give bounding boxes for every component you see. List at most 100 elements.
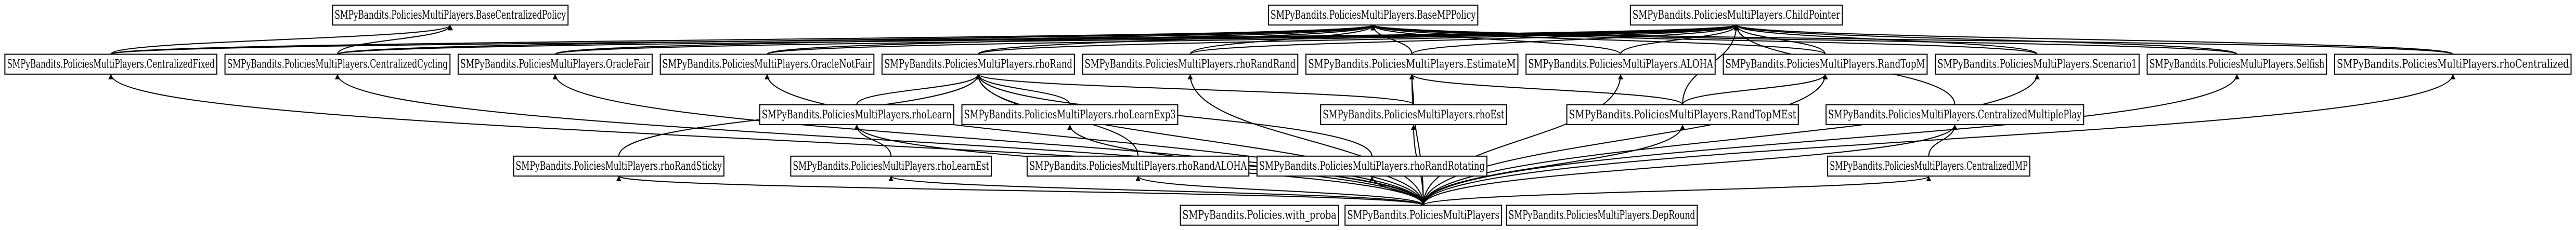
node-rsticky: SMPyBandits.PoliciesMultiPlayers.rhoRand…: [513, 155, 724, 177]
edge-rtopmest-to-estm: [1409, 74, 1684, 105]
node-cmp: SMPyBandits.PoliciesMultiPlayers.Central…: [1826, 104, 2085, 125]
node-label: SMPyBandits.PoliciesMultiPlayers.rhoLear…: [964, 109, 1176, 121]
node-label: SMPyBandits.PoliciesMultiPlayers.Scenari…: [1937, 58, 2137, 71]
node-pmp: SMPyBandits.PoliciesMultiPlayers: [1344, 205, 1503, 226]
node-box: [1826, 104, 2085, 125]
node-label: SMPyBandits.PoliciesMultiPlayers.rhoLear…: [762, 109, 952, 121]
node-box: [224, 53, 451, 75]
node-box: [881, 53, 1075, 75]
node-label: SMPyBandits.PoliciesMultiPlayers.rhoLear…: [793, 160, 989, 173]
node-label: SMPyBandits.PoliciesMultiPlayers.ChildPo…: [1633, 9, 1841, 22]
node-box: [659, 53, 875, 75]
edge-scen1-to-bmp: [1370, 24, 2038, 55]
node-box: [1566, 104, 1799, 125]
node-onfair: SMPyBandits.PoliciesMultiPlayers.OracleN…: [659, 53, 875, 75]
node-box: [1267, 4, 1479, 26]
node-rcent: SMPyBandits.PoliciesMultiPlayers.rhoCent…: [2334, 53, 2572, 75]
node-ccyc: SMPyBandits.PoliciesMultiPlayers.Central…: [224, 53, 451, 75]
node-label: SMPyBandits.PoliciesMultiPlayers.rhoRand: [884, 58, 1072, 71]
node-wp: SMPyBandits.Policies.with_proba: [1180, 205, 1339, 226]
edge-rest-to-rrand: [976, 73, 1414, 105]
node-rrot: SMPyBandits.PoliciesMultiPlayers.rhoRand…: [1256, 155, 1487, 177]
node-rtopm: SMPyBandits.PoliciesMultiPlayers.RandTop…: [1723, 53, 1928, 75]
node-rest: SMPyBandits.PoliciesMultiPlayers.rhoEst: [1320, 104, 1507, 125]
node-box: [1320, 104, 1507, 125]
node-box: [1344, 205, 1503, 226]
edge-rtopm-to-cp: [1733, 25, 1826, 55]
edge-pmp-to-ccyc: [335, 74, 1424, 206]
edge-pmp-to-rtopmest: [1422, 124, 1686, 206]
edge-pmp-to-rrand: [975, 74, 1424, 206]
edge-rcent-to-bmp: [1370, 24, 2454, 55]
node-rlexp3: SMPyBandits.PoliciesMultiPlayers.rhoLear…: [961, 104, 1179, 125]
edge-pmp-to-rrrand: [1187, 74, 1424, 206]
edge-pmp-to-rtopm: [1422, 74, 1828, 206]
node-rtopmest: SMPyBandits.PoliciesMultiPlayers.RandTop…: [1566, 104, 1799, 125]
edge-rrrand-to-cp: [1189, 24, 1739, 55]
edge-rlexp3-to-rrand: [975, 74, 1071, 105]
edge-pmp-to-cmp: [1422, 124, 1958, 206]
node-box: [2146, 53, 2327, 75]
node-cfixed: SMPyBandits.PoliciesMultiPlayers.Central…: [4, 53, 217, 75]
node-box: [1305, 53, 1519, 75]
nodes: SMPyBandits.PoliciesMultiPlayers.BaseCen…: [4, 4, 2572, 226]
edge-rrand-to-cp: [977, 24, 1739, 55]
node-box: [961, 104, 1179, 125]
node-box: [1935, 53, 2140, 75]
edge-pmp-to-cimp: [1422, 175, 1932, 206]
node-box: [332, 4, 569, 26]
edge-aloha-to-cp: [1620, 24, 1739, 55]
node-label: SMPyBandits.PoliciesMultiPlayers.BaseMPP…: [1271, 9, 1476, 22]
edge-estm-to-cp: [1411, 24, 1739, 55]
edge-rtopmest-to-rtopm: [1682, 74, 1828, 105]
node-box: [790, 155, 992, 177]
edge-pmp-to-aloha: [1422, 74, 1623, 206]
edge-pmp-to-raloha: [1135, 175, 1424, 206]
node-label: SMPyBandits.PoliciesMultiPlayers.ALOHA: [1528, 58, 1713, 71]
node-label: SMPyBandits.PoliciesMultiPlayers.RandTop…: [1725, 58, 1925, 71]
node-ofair: SMPyBandits.PoliciesMultiPlayers.OracleF…: [457, 53, 653, 75]
node-label: SMPyBandits.PoliciesMultiPlayers.Central…: [1830, 160, 2028, 173]
node-box: [2334, 53, 2572, 75]
edge-pmp-to-rrot: [1369, 176, 1424, 206]
node-selfish: SMPyBandits.PoliciesMultiPlayers.Selfish: [2146, 53, 2327, 75]
node-rlearn: SMPyBandits.PoliciesMultiPlayers.rhoLear…: [759, 104, 954, 125]
node-rrrand: SMPyBandits.PoliciesMultiPlayers.rhoRand…: [1082, 53, 1299, 75]
node-box: [4, 53, 217, 75]
node-label: SMPyBandits.Policies.with_proba: [1183, 209, 1337, 222]
node-dep: SMPyBandits.PoliciesMultiPlayers.DepRoun…: [1506, 205, 1698, 226]
node-box: [513, 155, 724, 177]
node-cimp: SMPyBandits.PoliciesMultiPlayers.Central…: [1827, 155, 2030, 177]
edge-pmp-to-rcent: [1422, 74, 2456, 206]
node-scen1: SMPyBandits.PoliciesMultiPlayers.Scenari…: [1935, 53, 2140, 75]
edge-pmp-to-cfixed: [108, 74, 1424, 206]
node-box: [457, 53, 653, 75]
edge-ccyc-to-cp: [336, 24, 1739, 55]
edge-cfixed-to-bcp: [110, 24, 453, 55]
node-box: [1180, 205, 1339, 226]
node-box: [1082, 53, 1299, 75]
node-label: SMPyBandits.PoliciesMultiPlayers.OracleN…: [663, 58, 872, 71]
edge-selfish-to-cp: [1733, 24, 2237, 55]
node-raloha: SMPyBandits.PoliciesMultiPlayers.rhoRand…: [1026, 155, 1250, 177]
edge-pmp-to-onfair: [765, 74, 1424, 206]
edge-rlearn-to-rrand: [856, 74, 981, 105]
edge-cfixed-to-bmp: [110, 24, 1376, 55]
node-label: SMPyBandits.PoliciesMultiPlayers.BaseCen…: [334, 9, 566, 22]
node-estm: SMPyBandits.PoliciesMultiPlayers.Estimat…: [1305, 53, 1519, 75]
edge-ccyc-to-bmp: [336, 24, 1376, 55]
edge-ofair-to-cp: [554, 24, 1739, 55]
node-label: SMPyBandits.PoliciesMultiPlayers.rhoRand…: [516, 160, 722, 173]
node-label: SMPyBandits.PoliciesMultiPlayers.Selfish: [2150, 58, 2325, 71]
node-label: SMPyBandits.PoliciesMultiPlayers.Central…: [1828, 109, 2082, 121]
edge-ccyc-to-bcp: [336, 24, 453, 55]
node-rrand: SMPyBandits.PoliciesMultiPlayers.rhoRand: [881, 53, 1075, 75]
node-label: SMPyBandits.PoliciesMultiPlayers.OracleF…: [460, 58, 650, 71]
edge-selfish-to-bmp: [1370, 24, 2237, 55]
edges: [108, 24, 2456, 206]
edge-pmp-to-selfish: [1422, 74, 2240, 206]
node-label: SMPyBandits.PoliciesMultiPlayers.rhoRand…: [1259, 160, 1485, 173]
node-label: SMPyBandits.PoliciesMultiPlayers.DepRoun…: [1509, 209, 1695, 222]
edge-pmp-to-rlest: [888, 175, 1424, 206]
